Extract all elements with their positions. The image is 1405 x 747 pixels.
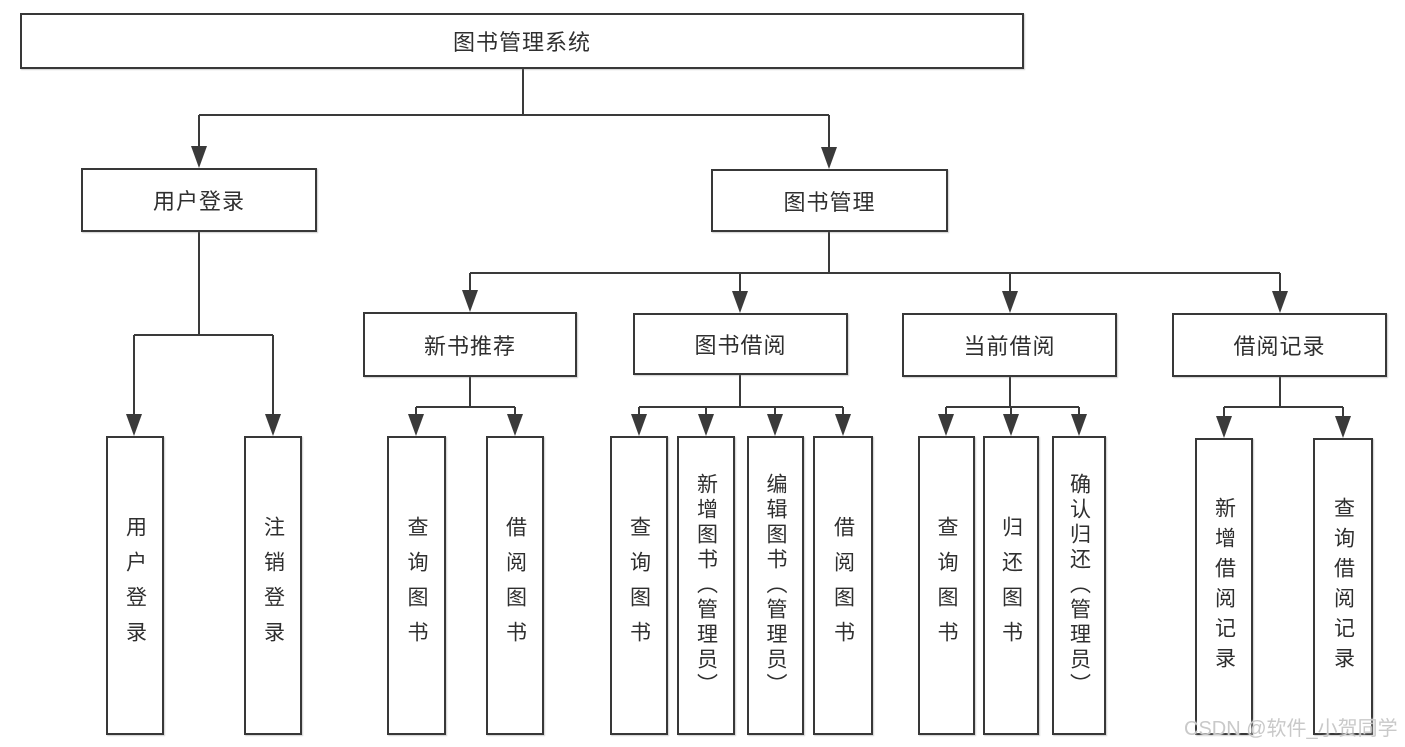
node-new-book-recommend: 新书推荐 [363, 312, 577, 377]
csdn-watermark: CSDN @软件_小贺同学 [1184, 718, 1398, 740]
leaf-current-query-book: 查询图书 [918, 436, 975, 735]
node-root-library-system: 图书管理系统 [20, 13, 1024, 69]
node-user-login: 用户登录 [81, 168, 317, 232]
leaf-borrow-query-book: 查询图书 [610, 436, 668, 735]
leaf-label: 借阅图书 [831, 515, 855, 656]
leaf-current-confirm-return-admin: 确认归还（管理员） [1052, 436, 1106, 735]
leaf-borrow-borrow-book: 借阅图书 [813, 436, 873, 735]
node-label: 图书借阅 [694, 333, 787, 358]
node-label: 图书管理 [783, 189, 876, 215]
connector-strokes [133, 69, 1344, 422]
leaf-borrow-add-book-admin: 新增图书（管理员） [677, 436, 735, 735]
leaf-label: 查询借阅记录 [1331, 496, 1355, 677]
leaf-recommend-borrow-book: 借阅图书 [486, 436, 544, 735]
leaf-label: 查询图书 [405, 515, 428, 656]
arrowheads [126, 146, 1351, 438]
node-label: 当前借阅 [963, 334, 1056, 359]
leaf-label: 新增图书（管理员） [694, 473, 718, 698]
leaf-label: 查询图书 [627, 515, 651, 656]
leaf-user-login: 用户登录 [106, 436, 164, 735]
node-label: 用户登录 [152, 189, 245, 214]
node-label: 新书推荐 [423, 333, 516, 359]
node-book-borrow: 图书借阅 [633, 313, 848, 375]
leaf-label: 确认归还（管理员） [1067, 473, 1091, 698]
leaf-record-add-borrow-record: 新增借阅记录 [1195, 438, 1253, 735]
node-current-borrow: 当前借阅 [902, 313, 1117, 377]
leaf-label: 新增借阅记录 [1212, 496, 1236, 677]
leaf-label: 注销登录 [261, 515, 285, 656]
leaf-label: 查询图书 [935, 515, 958, 656]
node-label: 借阅记录 [1233, 334, 1326, 359]
node-borrow-record: 借阅记录 [1172, 313, 1387, 377]
node-label: 图书管理系统 [452, 30, 591, 55]
leaf-record-query-borrow-record: 查询借阅记录 [1313, 438, 1373, 735]
leaf-label: 归还图书 [999, 515, 1023, 656]
leaf-label: 用户登录 [123, 515, 147, 656]
leaf-current-return-book: 归还图书 [983, 436, 1039, 735]
leaf-logout: 注销登录 [244, 436, 302, 735]
leaf-borrow-edit-book-admin: 编辑图书（管理员） [747, 436, 804, 735]
leaf-recommend-query-book: 查询图书 [387, 436, 446, 735]
leaf-label: 编辑图书（管理员） [764, 473, 787, 698]
leaf-label: 借阅图书 [503, 515, 527, 656]
node-book-management: 图书管理 [711, 169, 948, 232]
